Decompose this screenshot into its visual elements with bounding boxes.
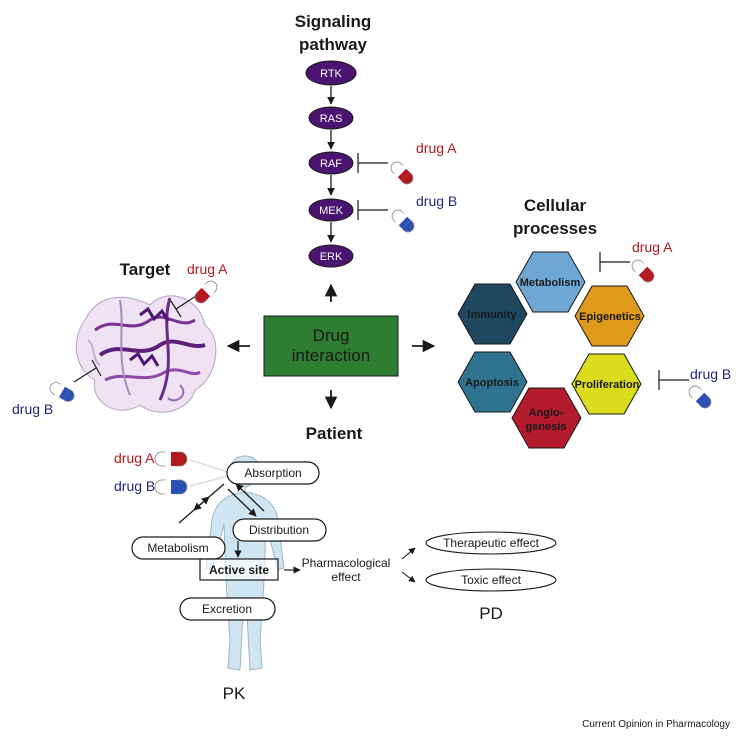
target-title: Target <box>120 260 171 279</box>
excretion-box: Excretion <box>179 597 276 621</box>
patient-title: Patient <box>306 424 363 443</box>
node-rtk: RTK <box>305 60 357 86</box>
active-site-label: Active site <box>209 563 269 577</box>
pill-icon <box>49 382 75 402</box>
hex-immunity: Immunity <box>457 283 528 345</box>
toxic-effect-ellipse: Toxic effect <box>425 568 557 592</box>
node-erk-label: ERK <box>320 251 343 263</box>
absorption-label: Absorption <box>244 466 301 480</box>
target-drug-a-inhibition <box>170 295 197 318</box>
node-ras: RAS <box>308 106 354 130</box>
therapeutic-effect-label: Therapeutic effect <box>443 536 540 550</box>
cellular-drug-a-label: drug A <box>632 239 673 255</box>
pharmacological-label-1: Pharmacological <box>302 556 391 570</box>
cellular-title-line1: Cellular <box>524 196 587 215</box>
pill-icon <box>154 451 188 467</box>
raf-inhibition <box>357 153 388 173</box>
center-line1: Drug <box>313 326 350 345</box>
hex-apoptosis-label: Apoptosis <box>465 377 519 389</box>
pill-icon <box>154 479 188 495</box>
signaling-drug-b-label: drug B <box>416 193 457 209</box>
node-erk: ERK <box>308 244 354 268</box>
proliferation-inhibition <box>658 370 689 390</box>
pill-icon <box>631 259 655 283</box>
absorption-box: Absorption <box>226 461 320 485</box>
hex-metabolism-label: Metabolism <box>520 277 581 289</box>
hex-metabolism: Metabolism <box>515 251 586 313</box>
target-drug-a-label: drug A <box>187 261 228 277</box>
hex-epigenetics-label: Epigenetics <box>579 311 641 323</box>
node-raf: RAF <box>308 151 354 175</box>
hex-proliferation: Proliferation <box>571 353 642 415</box>
patient-drug-b-label: drug B <box>114 478 155 494</box>
hex-angiogenesis-label-1: Angio- <box>529 407 564 419</box>
metabolism-label: Metabolism <box>147 541 208 555</box>
pill-icon <box>391 209 415 233</box>
hex-proliferation-label: Proliferation <box>575 379 640 391</box>
pd-label: PD <box>479 604 503 623</box>
pk-label: PK <box>223 684 246 703</box>
center-line2: interaction <box>292 346 370 365</box>
target-drug-b-inhibition <box>73 359 102 383</box>
cellular-processes-panel: Cellular processes Immunity Apoptosis Me… <box>457 196 731 449</box>
signaling-drug-a-label: drug A <box>416 140 457 156</box>
therapeutic-effect-ellipse: Therapeutic effect <box>425 531 557 555</box>
pill-icon <box>688 385 712 409</box>
figure-credit: Current Opinion in Pharmacology <box>582 719 730 730</box>
hex-epigenetics: Epigenetics <box>574 285 645 347</box>
hex-immunity-label: Immunity <box>468 309 518 321</box>
metabolism-inhibition <box>599 252 630 272</box>
signaling-title-line1: Signaling <box>295 12 372 31</box>
distribution-label: Distribution <box>249 523 309 537</box>
patient-panel: Patient drug A drug B Absorption <box>114 424 557 703</box>
hex-angiogenesis: Angio- genesis <box>511 387 582 449</box>
signaling-pathway-panel: Signaling pathway RTK RAS RAF MEK ERK <box>295 12 457 268</box>
center-arrows <box>226 283 436 410</box>
pharmacological-label-2: effect <box>331 570 361 584</box>
node-rtk-label: RTK <box>320 68 342 80</box>
active-site-box: Active site <box>199 558 279 581</box>
toxic-effect-label: Toxic effect <box>461 573 521 587</box>
hex-angiogenesis-label-2: genesis <box>526 421 567 433</box>
node-raf-label: RAF <box>320 158 342 170</box>
target-drug-b-label: drug B <box>12 401 53 417</box>
protein-structure-image <box>75 295 217 413</box>
patient-drug-a-label: drug A <box>114 450 155 466</box>
mek-inhibition <box>357 200 388 220</box>
node-ras-label: RAS <box>320 113 343 125</box>
node-mek: MEK <box>308 198 354 222</box>
cellular-title-line2: processes <box>513 219 597 238</box>
metabolism-box: Metabolism <box>131 536 226 560</box>
center-drug-interaction: Drug interaction <box>263 315 399 377</box>
node-mek-label: MEK <box>319 205 344 217</box>
signaling-title-line2: pathway <box>299 35 368 54</box>
hex-apoptosis: Apoptosis <box>457 351 528 413</box>
target-panel: Target drug A <box>12 260 228 417</box>
pill-icon <box>390 161 414 185</box>
pill-icon <box>194 280 218 304</box>
cellular-drug-b-label: drug B <box>690 366 731 382</box>
distribution-box: Distribution <box>232 518 327 542</box>
excretion-label: Excretion <box>202 602 252 616</box>
